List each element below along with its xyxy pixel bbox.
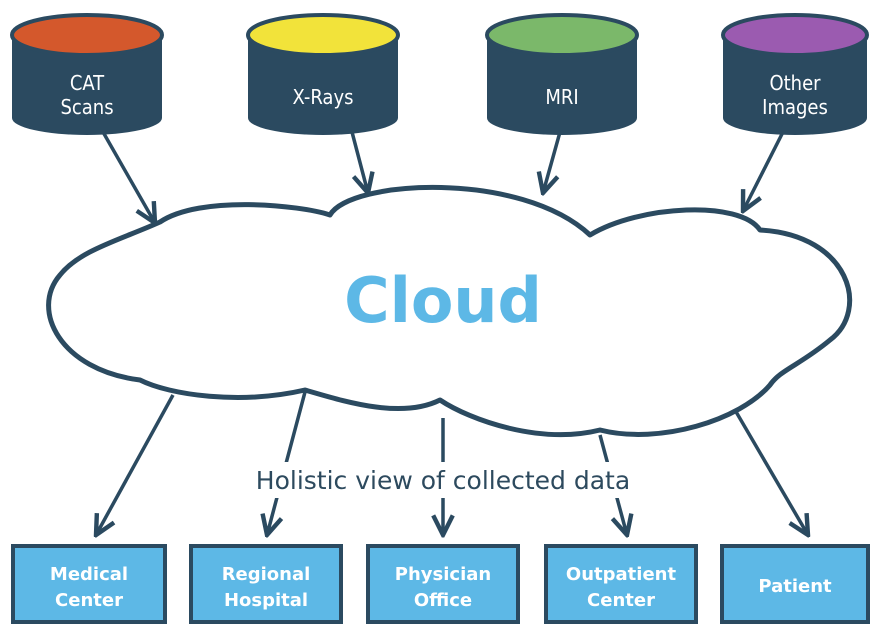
box-background — [366, 544, 520, 624]
box-patient: Patient — [720, 544, 870, 624]
box-label-line2: Center — [587, 590, 655, 611]
database-mri: MRI — [485, 13, 639, 135]
database-icon — [723, 35, 867, 135]
box-label-line1: Regional — [222, 564, 311, 585]
arrow-cat-to-cloud — [101, 131, 155, 223]
box-label-line1: Patient — [758, 576, 832, 597]
box-background — [11, 544, 167, 624]
cloud-shape — [46, 185, 853, 438]
database-icon — [12, 35, 162, 135]
box-label-line2: Hospital — [224, 590, 308, 611]
box-outpatient-center: Outpatient Center — [544, 544, 698, 624]
box-background — [189, 544, 343, 624]
database-top-xray — [246, 13, 400, 57]
arrow-other-to-cloud — [743, 131, 785, 211]
arrow-mri-to-cloud — [543, 131, 562, 193]
box-label-line2: Center — [55, 590, 123, 611]
box-label-line2: Office — [414, 590, 472, 611]
database-label-line1: X-Rays — [293, 85, 354, 109]
database-top-cat — [10, 13, 164, 57]
box-medical-center: Medical Center — [11, 544, 167, 624]
database-top-other — [721, 13, 869, 57]
box-label-line1: Medical — [50, 564, 128, 585]
arrow-cloud-to-medical — [96, 394, 175, 535]
database-label-line2: Scans — [60, 95, 113, 119]
database-top-mri — [485, 13, 639, 57]
database-icon — [248, 35, 398, 135]
box-regional-hospital: Regional Hospital — [189, 544, 343, 624]
database-label-line2: Images — [762, 95, 828, 119]
database-icon — [487, 35, 637, 135]
database-cat-scans: CAT Scans — [10, 13, 164, 135]
caption-text: Holistic view of collected data — [256, 466, 630, 495]
database-other-images: Other Images — [721, 13, 869, 135]
source-arrows — [101, 131, 785, 223]
caption-background — [232, 462, 656, 498]
box-physician-office: Physician Office — [366, 544, 520, 624]
box-label-line1: Outpatient — [566, 564, 677, 585]
box-background — [544, 544, 698, 624]
arrow-cloud-to-patient — [733, 409, 808, 535]
box-label-line1: Physician — [395, 564, 491, 585]
cloud-label: Cloud — [344, 264, 542, 337]
arrow-xray-to-cloud — [350, 131, 368, 193]
database-x-rays: X-Rays — [246, 13, 400, 135]
database-label-line1: Other — [769, 71, 821, 95]
database-label-line1: MRI — [545, 85, 578, 109]
database-label-line1: CAT — [70, 71, 105, 95]
box-background — [720, 544, 870, 624]
